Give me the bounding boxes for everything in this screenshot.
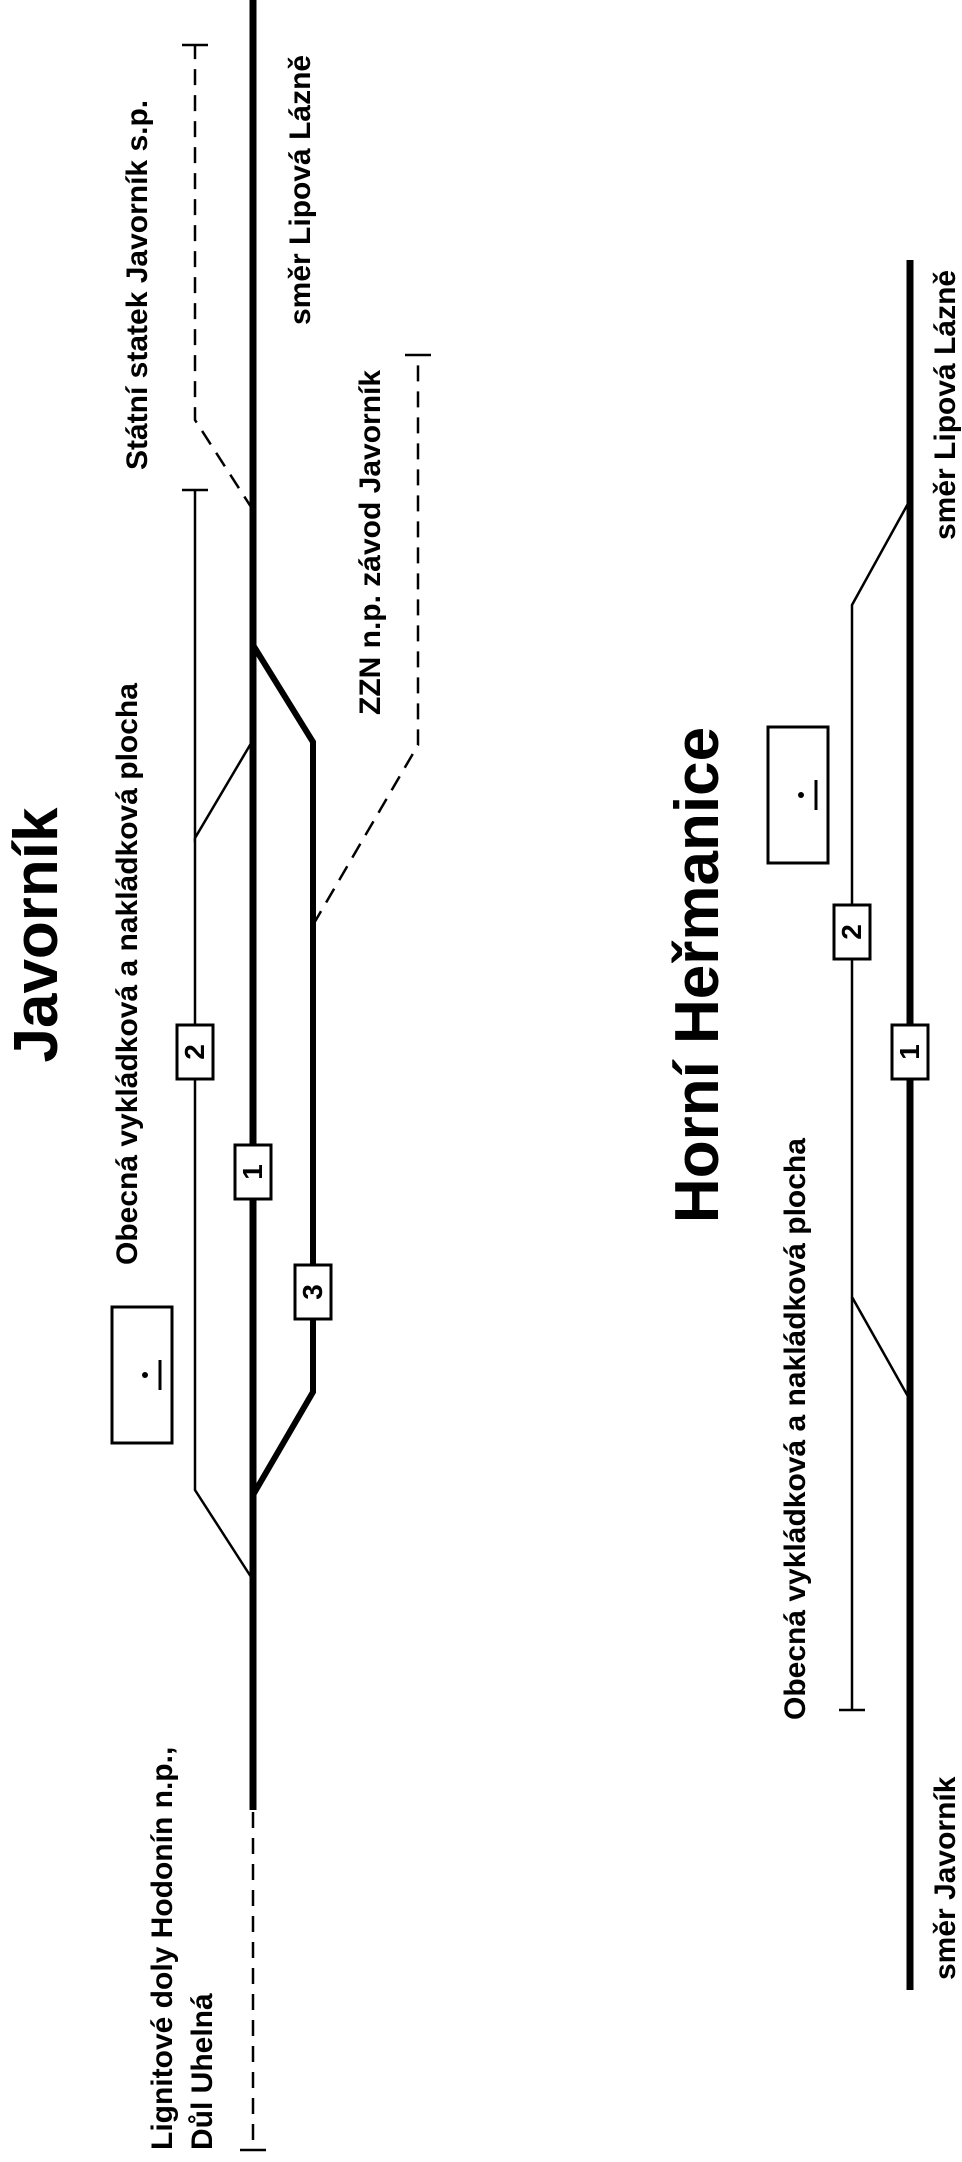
javornik-label-lignitove-1: Lignitové doly Hodonín n.p.,	[146, 1747, 179, 2150]
hermanice-label-smer-javornik: směr Javorník	[929, 1776, 962, 1980]
javornik-track-2-south	[193, 838, 255, 1581]
javornik-label-lignitove-2: Důl Uhelná	[186, 1993, 219, 2150]
ramp-symbol-icon	[110, 1305, 174, 1445]
svg-text:2: 2	[179, 1044, 210, 1060]
svg-text:1: 1	[894, 1044, 925, 1060]
hermanice-label-plocha: Obecná vykládková a nakládková plocha	[779, 1138, 812, 1720]
javornik-label-plocha: Obecná vykládková a nakládková plocha	[111, 683, 144, 1265]
hermanice-title: Horní Heřmanice	[663, 727, 732, 1223]
hermanice-label-smer-lipova: směr Lipová Lázně	[929, 270, 962, 540]
javornik-track-3	[250, 643, 316, 1497]
svg-text:2: 2	[836, 924, 867, 940]
javornik-label-statni-statek: Státní statek Javorník s.p.	[121, 100, 154, 470]
javornik-title: Javorník	[2, 807, 71, 1063]
javornik-track-1-label: 1	[233, 1143, 273, 1201]
javornik-label-smer-lipova: směr Lipová Lázně	[284, 55, 317, 325]
svg-text:3: 3	[297, 1284, 328, 1300]
javornik-track-3-label: 3	[293, 1263, 333, 1321]
horni-hermanice-station: 1 2 Horní Heřmanice směr Lipová Lázně Ob…	[663, 260, 962, 1990]
hermanice-track-2-label: 2	[832, 903, 872, 961]
javornik-track-2	[193, 490, 255, 843]
svg-text:1: 1	[237, 1164, 268, 1180]
javornik-label-zzn: ZZN n.p. závod Javorník	[354, 370, 387, 715]
javornik-station: 1 2 3 Javorník Státní statek Javorník s.…	[2, 0, 431, 2152]
javornik-siding-zzn	[311, 355, 420, 926]
hermanice-track-1-label: 1	[890, 1023, 930, 1081]
javornik-track-2-label: 2	[175, 1023, 215, 1081]
ramp-symbol-icon-hermanice	[766, 725, 830, 865]
javornik-siding-statni-statek	[193, 45, 255, 511]
